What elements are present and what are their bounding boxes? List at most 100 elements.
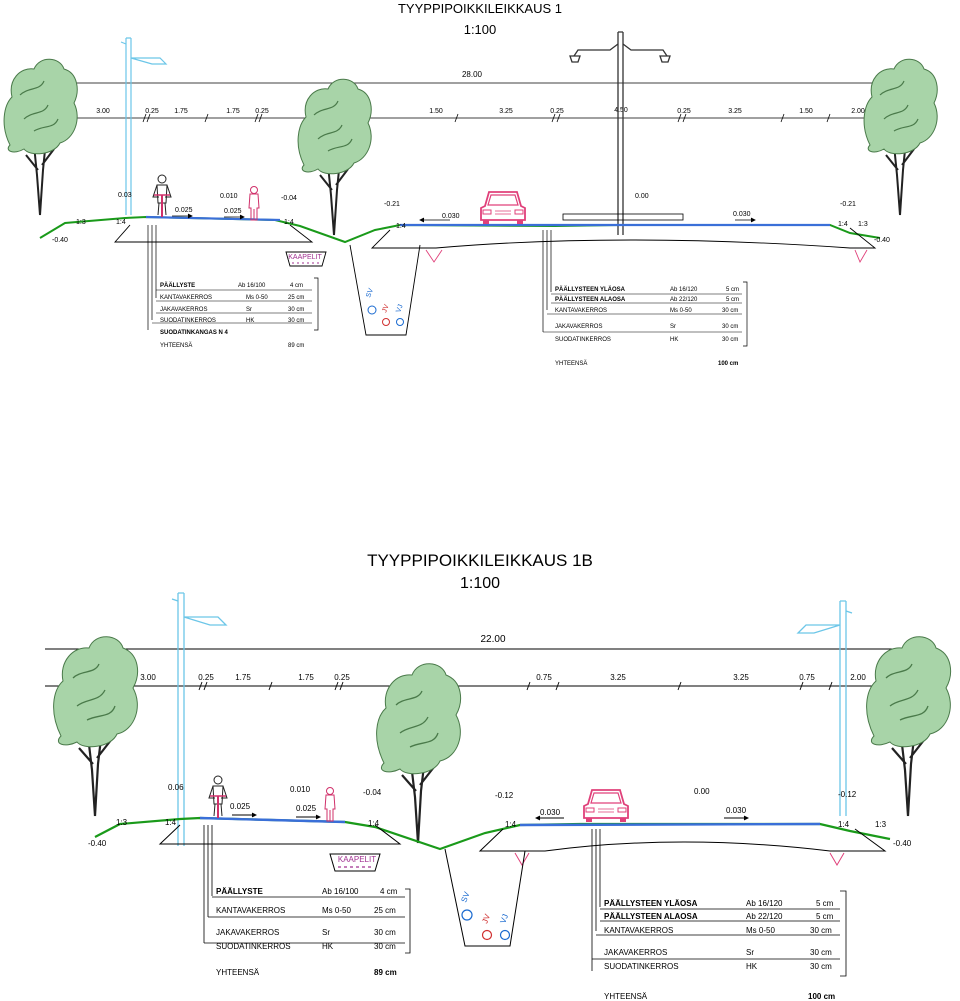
layer-thickness: 5 cm xyxy=(726,297,739,303)
segment-label: 3.25 xyxy=(610,673,626,682)
light-pole-icon xyxy=(120,37,168,215)
path-layer-table: PÄÄLLYSTE Ab 16/100 4 cm KANTAVAKERROS M… xyxy=(204,887,405,977)
road-structure xyxy=(370,227,877,264)
total-thickness: 89 cm xyxy=(288,343,304,349)
ground-profile xyxy=(39,215,881,244)
section2-title: TYYPPIPOIKKILEIKKAUS 1B xyxy=(367,551,593,570)
slope-label: 1:4 xyxy=(165,818,177,827)
layer-name: SUODATINKANGAS N 4 xyxy=(160,330,229,336)
layer-name: PÄÄLLYSTEEN ALAOSA xyxy=(604,912,698,921)
layer-material: HK xyxy=(322,942,334,951)
slope-label: 1:4 xyxy=(284,219,294,226)
segment-label: 1.75 xyxy=(226,108,240,115)
layer-name: KANTAVAKERROS xyxy=(160,295,212,301)
segment-label: 1.75 xyxy=(174,108,188,115)
pipe-vj-label: VJ xyxy=(498,913,510,925)
layer-name: KANTAVAKERROS xyxy=(555,308,607,314)
layer-thickness: 30 cm xyxy=(288,307,304,313)
slope-label: 0.030 xyxy=(726,806,747,815)
level-label: 0.00 xyxy=(694,787,710,796)
layer-material: Ab 16/100 xyxy=(322,887,359,896)
ditch xyxy=(349,244,421,336)
pipe-jv-label: JV xyxy=(381,303,390,313)
layer-material: Sr xyxy=(322,928,330,937)
layer-name: JAKAVAKERROS xyxy=(604,948,667,957)
layer-thickness: 5 cm xyxy=(726,287,739,293)
segment-label: 2.00 xyxy=(850,673,866,682)
layer-thickness: 30 cm xyxy=(810,948,832,957)
level-label: 0.03 xyxy=(118,192,132,199)
layer-material: Ms 0-50 xyxy=(246,295,268,301)
segment-label: 1.50 xyxy=(799,108,813,115)
pipe-sv-label: SV xyxy=(459,890,471,904)
section2-drawing: 22.00 3.00 0.25 1.75 1.75 0.25 0.75 3.25… xyxy=(45,592,952,1001)
segment-label: 3.00 xyxy=(140,673,156,682)
layer-name: KANTAVAKERROS xyxy=(216,906,285,915)
layer-thickness: 25 cm xyxy=(288,295,304,301)
leader-lines xyxy=(147,225,748,347)
level-label: -0.04 xyxy=(281,195,297,202)
layer-name: PÄÄLLYSTEEN ALAOSA xyxy=(555,296,626,303)
layer-name: KANTAVAKERROS xyxy=(604,926,673,935)
slope-label: 0.030 xyxy=(540,808,561,817)
road-layer-table: PÄÄLLYSTEEN YLÄOSA Ab 16/120 5 cm PÄÄLLY… xyxy=(543,286,742,367)
level-label: -0.12 xyxy=(495,791,514,800)
car-icon xyxy=(480,191,526,225)
level-label: 0.06 xyxy=(168,783,184,792)
segment-label: 0.25 xyxy=(334,673,350,682)
cable-duct: KAAPELIT xyxy=(285,251,327,267)
pipes: SV JV VJ xyxy=(365,287,405,326)
level-label: -0.40 xyxy=(52,237,68,244)
layer-name: PÄÄLLYSTE xyxy=(160,282,195,289)
layer-thickness: 30 cm xyxy=(810,926,832,935)
segment-label: 0.25 xyxy=(145,108,159,115)
layer-material: Ab 22/120 xyxy=(670,297,698,303)
slope-label: 0.025 xyxy=(224,208,242,215)
tree-icon xyxy=(865,635,952,818)
slope-label: 1:3 xyxy=(116,818,128,827)
layer-thickness: 25 cm xyxy=(374,906,396,915)
layer-name: JAKAVAKERROS xyxy=(160,307,207,313)
segment-label: 4.50 xyxy=(614,107,628,114)
level-label: -0.21 xyxy=(384,201,400,208)
slope-label: 1:4 xyxy=(116,219,126,226)
car-icon xyxy=(583,789,629,823)
cables-label: KAAPELIT xyxy=(288,254,322,261)
segment-label: 3.00 xyxy=(96,108,110,115)
level-label: -0.21 xyxy=(840,201,856,208)
segment-label: 0.25 xyxy=(198,673,214,682)
median-curb xyxy=(562,213,684,221)
ditch xyxy=(444,848,526,947)
tree-icon xyxy=(52,635,139,818)
cable-duct: KAAPELIT xyxy=(329,853,381,872)
level-label: 0.010 xyxy=(220,193,238,200)
segment-labels: 3.00 0.25 1.75 1.75 0.25 1.50 3.25 0.25 … xyxy=(96,107,865,115)
light-pole-icon xyxy=(796,600,853,816)
slope-arrows xyxy=(172,213,756,223)
slope-label: 1:4 xyxy=(838,221,848,228)
total-thickness: 89 cm xyxy=(374,968,397,977)
layer-thickness: 5 cm xyxy=(816,899,834,908)
segment-label: 1.75 xyxy=(298,673,314,682)
slope-label: 0.030 xyxy=(442,213,460,220)
slope-label: 1:4 xyxy=(838,820,850,829)
layer-thickness: 5 cm xyxy=(816,912,834,921)
total-thickness: 100 cm xyxy=(718,361,738,367)
segment-label: 1.75 xyxy=(235,673,251,682)
layer-material: Sr xyxy=(670,324,676,330)
segment-label: 0.75 xyxy=(799,673,815,682)
level-label: -0.40 xyxy=(874,237,890,244)
layer-name: SUODATINKERROS xyxy=(160,318,216,324)
pipe-sv-label: SV xyxy=(365,287,375,298)
level-labels: 0.06 0.010 -0.04 -0.12 0.00 -0.12 -0.40 … xyxy=(88,783,912,848)
layer-thickness: 30 cm xyxy=(722,337,738,343)
slope-label: 1:4 xyxy=(505,820,517,829)
cables-label: KAAPELIT xyxy=(338,855,376,864)
segment-label: 3.25 xyxy=(733,673,749,682)
level-label: -0.04 xyxy=(363,788,382,797)
layer-name: SUODATINKERROS xyxy=(216,942,291,951)
pedestrian-icon xyxy=(248,186,260,221)
tree-icon xyxy=(297,78,373,236)
layer-material: HK xyxy=(670,337,678,343)
section1-scale: 1:100 xyxy=(463,22,497,37)
